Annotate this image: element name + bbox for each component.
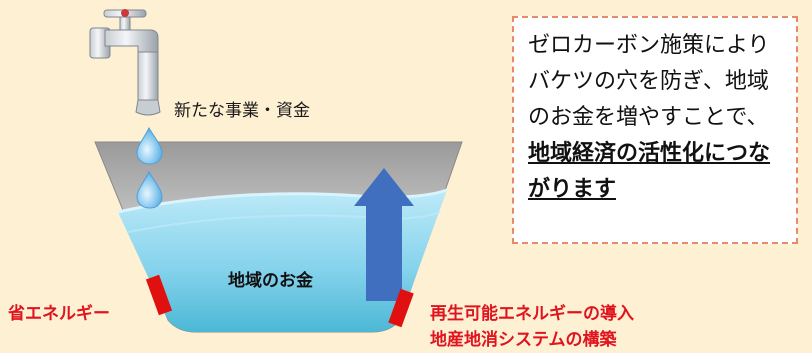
bucket-center-label: 地域のお金 [228,271,313,291]
water-body [118,190,447,332]
left-leak-mark [145,274,173,316]
right-leak-label-1: 再生可能エネルギーの導入 [430,304,634,324]
right-leak-label-2: 地産地消システムの構築 [430,330,617,350]
left-leak-label: 省エネルギー [8,304,110,324]
faucet-icon [89,9,161,116]
up-arrow-icon [354,168,414,301]
callout-emphasis: 地域経済の活性化につながります [528,141,771,202]
water-drop-icon [136,126,163,165]
right-leak-mark [388,288,414,328]
water-drop-icon [136,170,163,209]
faucet-caption: 新たな事業・資金 [174,101,310,121]
callout-text: ゼロカーボン施策によりバケツの穴を防ぎ、地域のお金を増やすことで、 [528,33,770,130]
callout-box: ゼロカーボン施策によりバケツの穴を防ぎ、地域のお金を増やすことで、地域経済の活性… [512,16,798,244]
